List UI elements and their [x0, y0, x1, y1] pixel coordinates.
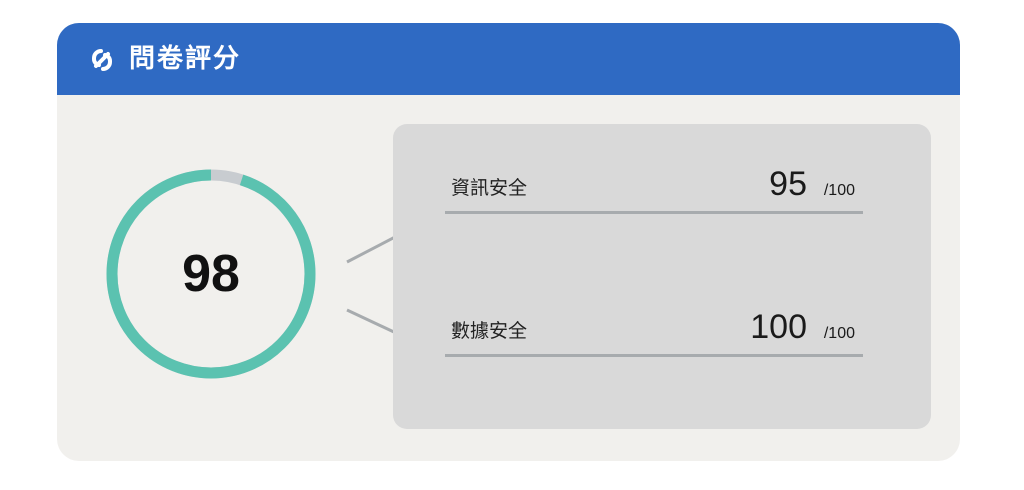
metric-value: 95 [769, 165, 807, 203]
metric-item-info-security: 資訊安全 95 /100 [445, 164, 869, 214]
metric-max: /100 [823, 182, 855, 199]
overall-score-ring: 98 [104, 167, 318, 381]
metrics-panel: 資訊安全 95 /100 數據安全 100 /100 [393, 124, 931, 429]
card-title: 問卷評分 [129, 44, 242, 74]
metric-label: 資訊安全 [451, 177, 528, 199]
link-icon [92, 49, 112, 71]
metric-max: /100 [823, 325, 855, 342]
ring-progress [106, 169, 316, 379]
metric-underline [445, 211, 863, 214]
metric-underline [445, 354, 863, 357]
card-header: 問卷評分 [57, 23, 960, 95]
metric-value: 100 [750, 308, 807, 346]
metric-item-data-security: 數據安全 100 /100 [445, 307, 869, 357]
overall-score: 98 [182, 245, 240, 303]
survey-score-card: 問卷評分 98 資訊安全 95 /100 數據安全 100 /100 [57, 23, 960, 461]
metric-label: 數據安全 [451, 320, 528, 342]
